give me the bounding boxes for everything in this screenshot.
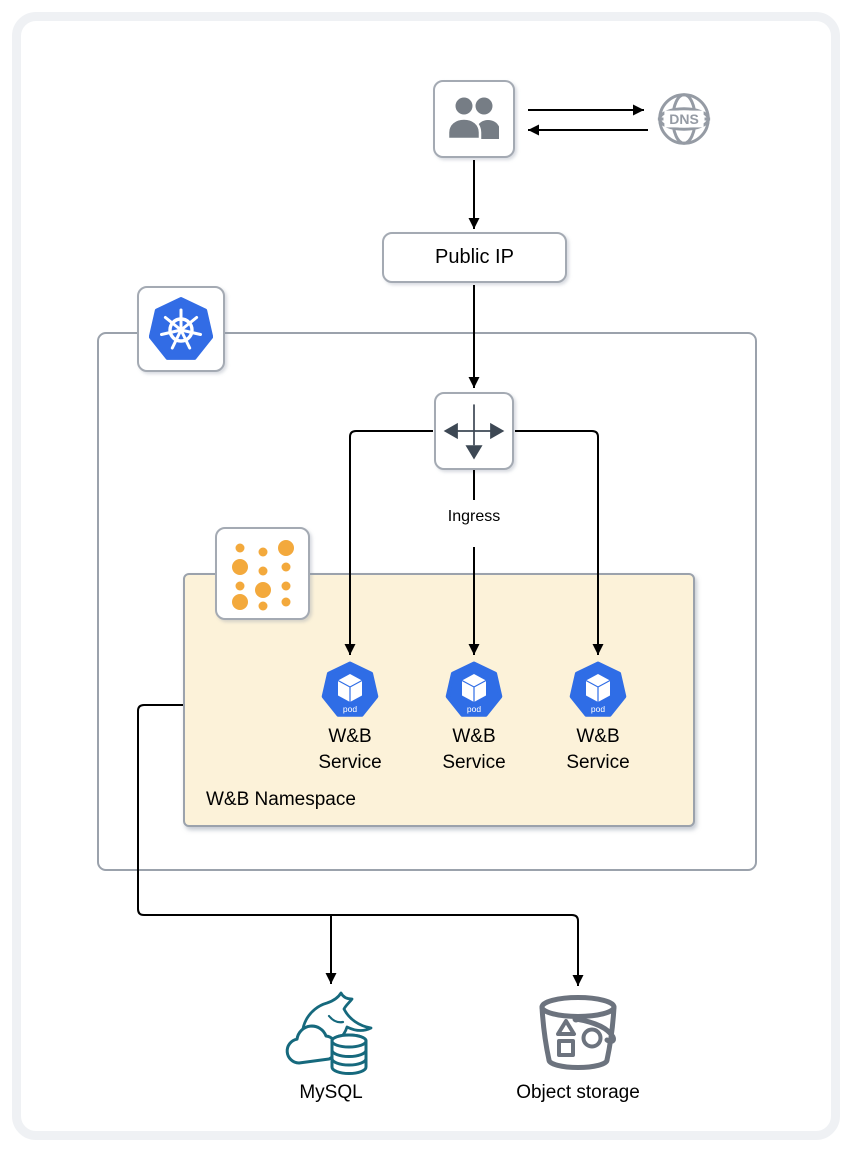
- pod-node: pod: [569, 661, 627, 723]
- namespace-label: W&B Namespace: [206, 789, 356, 810]
- namespace-icon: [231, 539, 294, 610]
- dns-node: DNS: [656, 91, 712, 147]
- pod-icon: pod: [321, 661, 379, 717]
- mysql-node: [285, 990, 377, 1083]
- pod-icon: pod: [445, 661, 503, 717]
- object-storage-label: Object storage: [516, 1082, 640, 1103]
- pod-badge-text: pod: [343, 704, 357, 714]
- ingress-icon: [443, 404, 505, 460]
- pod-label: W&B Service: [566, 726, 630, 773]
- users-node: [433, 80, 515, 158]
- dns-label: DNS: [669, 111, 699, 127]
- pod-icon: pod: [569, 661, 627, 717]
- bucket-icon: [539, 995, 617, 1070]
- namespace-badge: [215, 527, 310, 620]
- pod-label: W&B Service: [318, 726, 382, 773]
- dns-globe-icon: DNS: [657, 93, 711, 145]
- public-ip-node: Public IP: [382, 232, 567, 283]
- pod-node: pod: [321, 661, 379, 723]
- mysql-label: MySQL: [299, 1082, 363, 1103]
- object-storage-node: [536, 994, 620, 1081]
- kubernetes-icon: [149, 297, 213, 360]
- pod-label: W&B Service: [442, 726, 506, 773]
- public-ip-label: Public IP: [435, 246, 514, 268]
- ingress-label: Ingress: [447, 508, 501, 525]
- ingress-node: [434, 392, 514, 470]
- pod-node: pod: [445, 661, 503, 723]
- users-icon: [446, 97, 499, 141]
- kubernetes-badge: [137, 286, 225, 372]
- pod-badge-text: pod: [467, 704, 481, 714]
- pod-badge-text: pod: [591, 704, 605, 714]
- mysql-icon: [285, 991, 373, 1075]
